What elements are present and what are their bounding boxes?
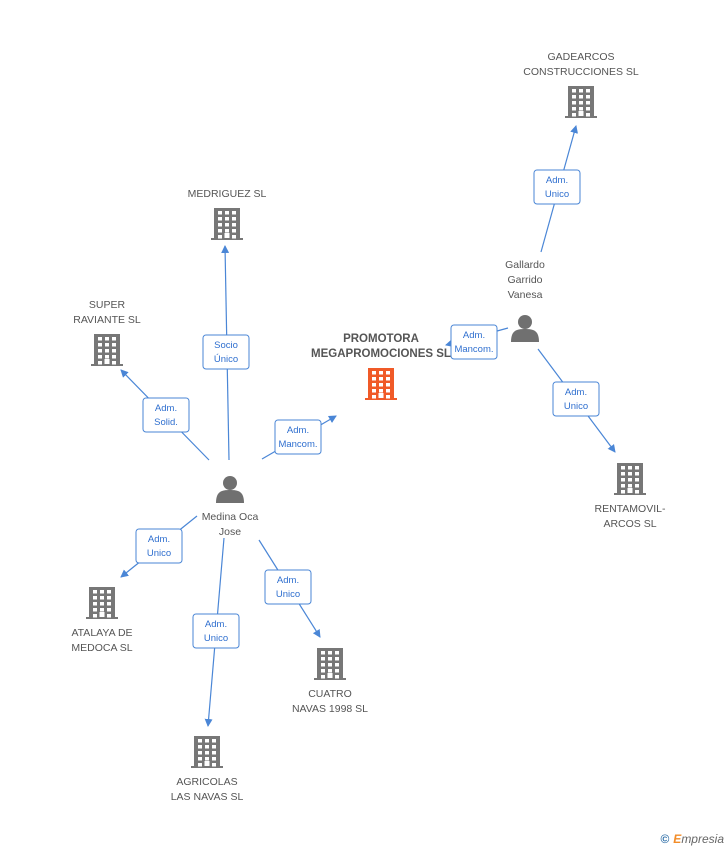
building-icon xyxy=(91,334,123,366)
company-name: RAVIANTE SL xyxy=(73,314,141,326)
brand-name: mpresia xyxy=(681,832,724,846)
edge-gallardo-promotora[interactable]: Adm. Mancom. xyxy=(445,324,509,360)
relation-label-text: Adm. xyxy=(287,425,309,436)
edge-medina-agricolas[interactable]: Adm. Unico xyxy=(192,537,240,727)
company-node-agricolas[interactable]: AGRICOLAS LAS NAVAS SL xyxy=(171,736,244,803)
relation-label-text: Socio xyxy=(214,340,238,351)
building-icon xyxy=(314,648,346,680)
company-node-super-raviante[interactable]: SUPER RAVIANTE SL xyxy=(73,299,141,366)
building-icon xyxy=(211,208,243,240)
relation-label-text: Adm. xyxy=(546,175,568,186)
brand-logo: Empresia xyxy=(673,832,724,846)
person-name: Jose xyxy=(219,526,241,538)
building-icon xyxy=(365,368,397,400)
edge-medina-promotora[interactable]: Adm. Mancom. xyxy=(261,415,337,460)
relation-label-text: Mancom. xyxy=(278,439,317,450)
relation-label-text: Unico xyxy=(204,633,228,644)
relation-label-box xyxy=(264,569,312,605)
company-node-rentamovil[interactable]: RENTAMOVIL- ARCOS SL xyxy=(595,463,666,530)
company-name: MEGAPROMOCIONES SL xyxy=(311,348,451,360)
company-name: ARCOS SL xyxy=(603,518,656,530)
relation-label-text: Unico xyxy=(147,548,171,559)
company-node-cuatro-navas[interactable]: CUATRO NAVAS 1998 SL xyxy=(292,648,368,715)
relation-label-box xyxy=(192,613,240,649)
relation-label-box xyxy=(533,169,581,205)
edge-medina-atalaya[interactable]: Adm. Unico xyxy=(120,515,198,578)
person-name: Vanesa xyxy=(508,289,543,301)
person-name: Garrido xyxy=(507,274,542,286)
company-node-atalaya[interactable]: ATALAYA DE MEDOCA SL xyxy=(71,587,133,654)
company-name: CUATRO xyxy=(308,688,352,700)
relation-label-text: Adm. xyxy=(463,330,485,341)
person-icon xyxy=(511,315,539,342)
company-node-medriguez[interactable]: MEDRIGUEZ SL xyxy=(188,188,267,240)
edge-medina-cuatro[interactable]: Adm. Unico xyxy=(258,539,321,638)
relation-label-text: Unico xyxy=(564,401,588,412)
company-name: PROMOTORA xyxy=(343,333,419,345)
relation-label-text: Adm. xyxy=(565,387,587,398)
relation-label-text: Unico xyxy=(545,189,569,200)
company-node-gadearcos[interactable]: GADEARCOS CONSTRUCCIONES SL xyxy=(523,51,639,118)
relation-label-box xyxy=(135,528,183,564)
person-name: Medina Oca xyxy=(202,511,259,523)
footer-brand[interactable]: ©Empresia xyxy=(660,832,724,846)
person-name: Gallardo xyxy=(505,259,545,271)
company-name: CONSTRUCCIONES SL xyxy=(523,66,639,78)
edge-gallardo-rentamovil[interactable]: Adm. Unico xyxy=(537,348,616,453)
relation-label-text: Solid. xyxy=(154,417,178,428)
relation-label-box xyxy=(552,381,600,417)
company-name: GADEARCOS xyxy=(547,51,614,63)
relation-label-text: Adm. xyxy=(148,534,170,545)
company-name: ATALAYA DE xyxy=(71,627,132,639)
company-name: NAVAS 1998 SL xyxy=(292,703,368,715)
company-name: AGRICOLAS xyxy=(176,776,237,788)
relation-label-text: Unico xyxy=(276,589,300,600)
relation-label-box xyxy=(202,334,250,370)
relation-label-text: Adm. xyxy=(205,619,227,630)
building-icon xyxy=(565,86,597,118)
relation-label-box xyxy=(450,324,498,360)
company-name: MEDRIGUEZ SL xyxy=(188,188,267,200)
company-name: MEDOCA SL xyxy=(71,642,132,654)
company-name: SUPER xyxy=(89,299,126,311)
company-node-promotora[interactable]: PROMOTORA MEGAPROMOCIONES SL xyxy=(311,333,451,400)
relation-label-text: Mancom. xyxy=(454,344,493,355)
building-icon xyxy=(86,587,118,619)
relation-label-text: Adm. xyxy=(155,403,177,414)
edge-medina-super[interactable]: Adm. Solid. xyxy=(120,369,210,461)
copyright-symbol: © xyxy=(660,832,670,846)
building-icon xyxy=(614,463,646,495)
relation-label-box xyxy=(274,419,322,455)
person-icon xyxy=(216,476,244,503)
relation-label-text: Adm. xyxy=(277,575,299,586)
relation-label-box xyxy=(142,397,190,433)
brand-initial: E xyxy=(673,832,682,846)
company-name: RENTAMOVIL- xyxy=(595,503,666,515)
relation-label-text: Único xyxy=(214,354,238,365)
company-name: LAS NAVAS SL xyxy=(171,791,244,803)
edge-gallardo-gadearcos[interactable]: Adm. Unico xyxy=(533,125,581,253)
building-icon xyxy=(191,736,223,768)
